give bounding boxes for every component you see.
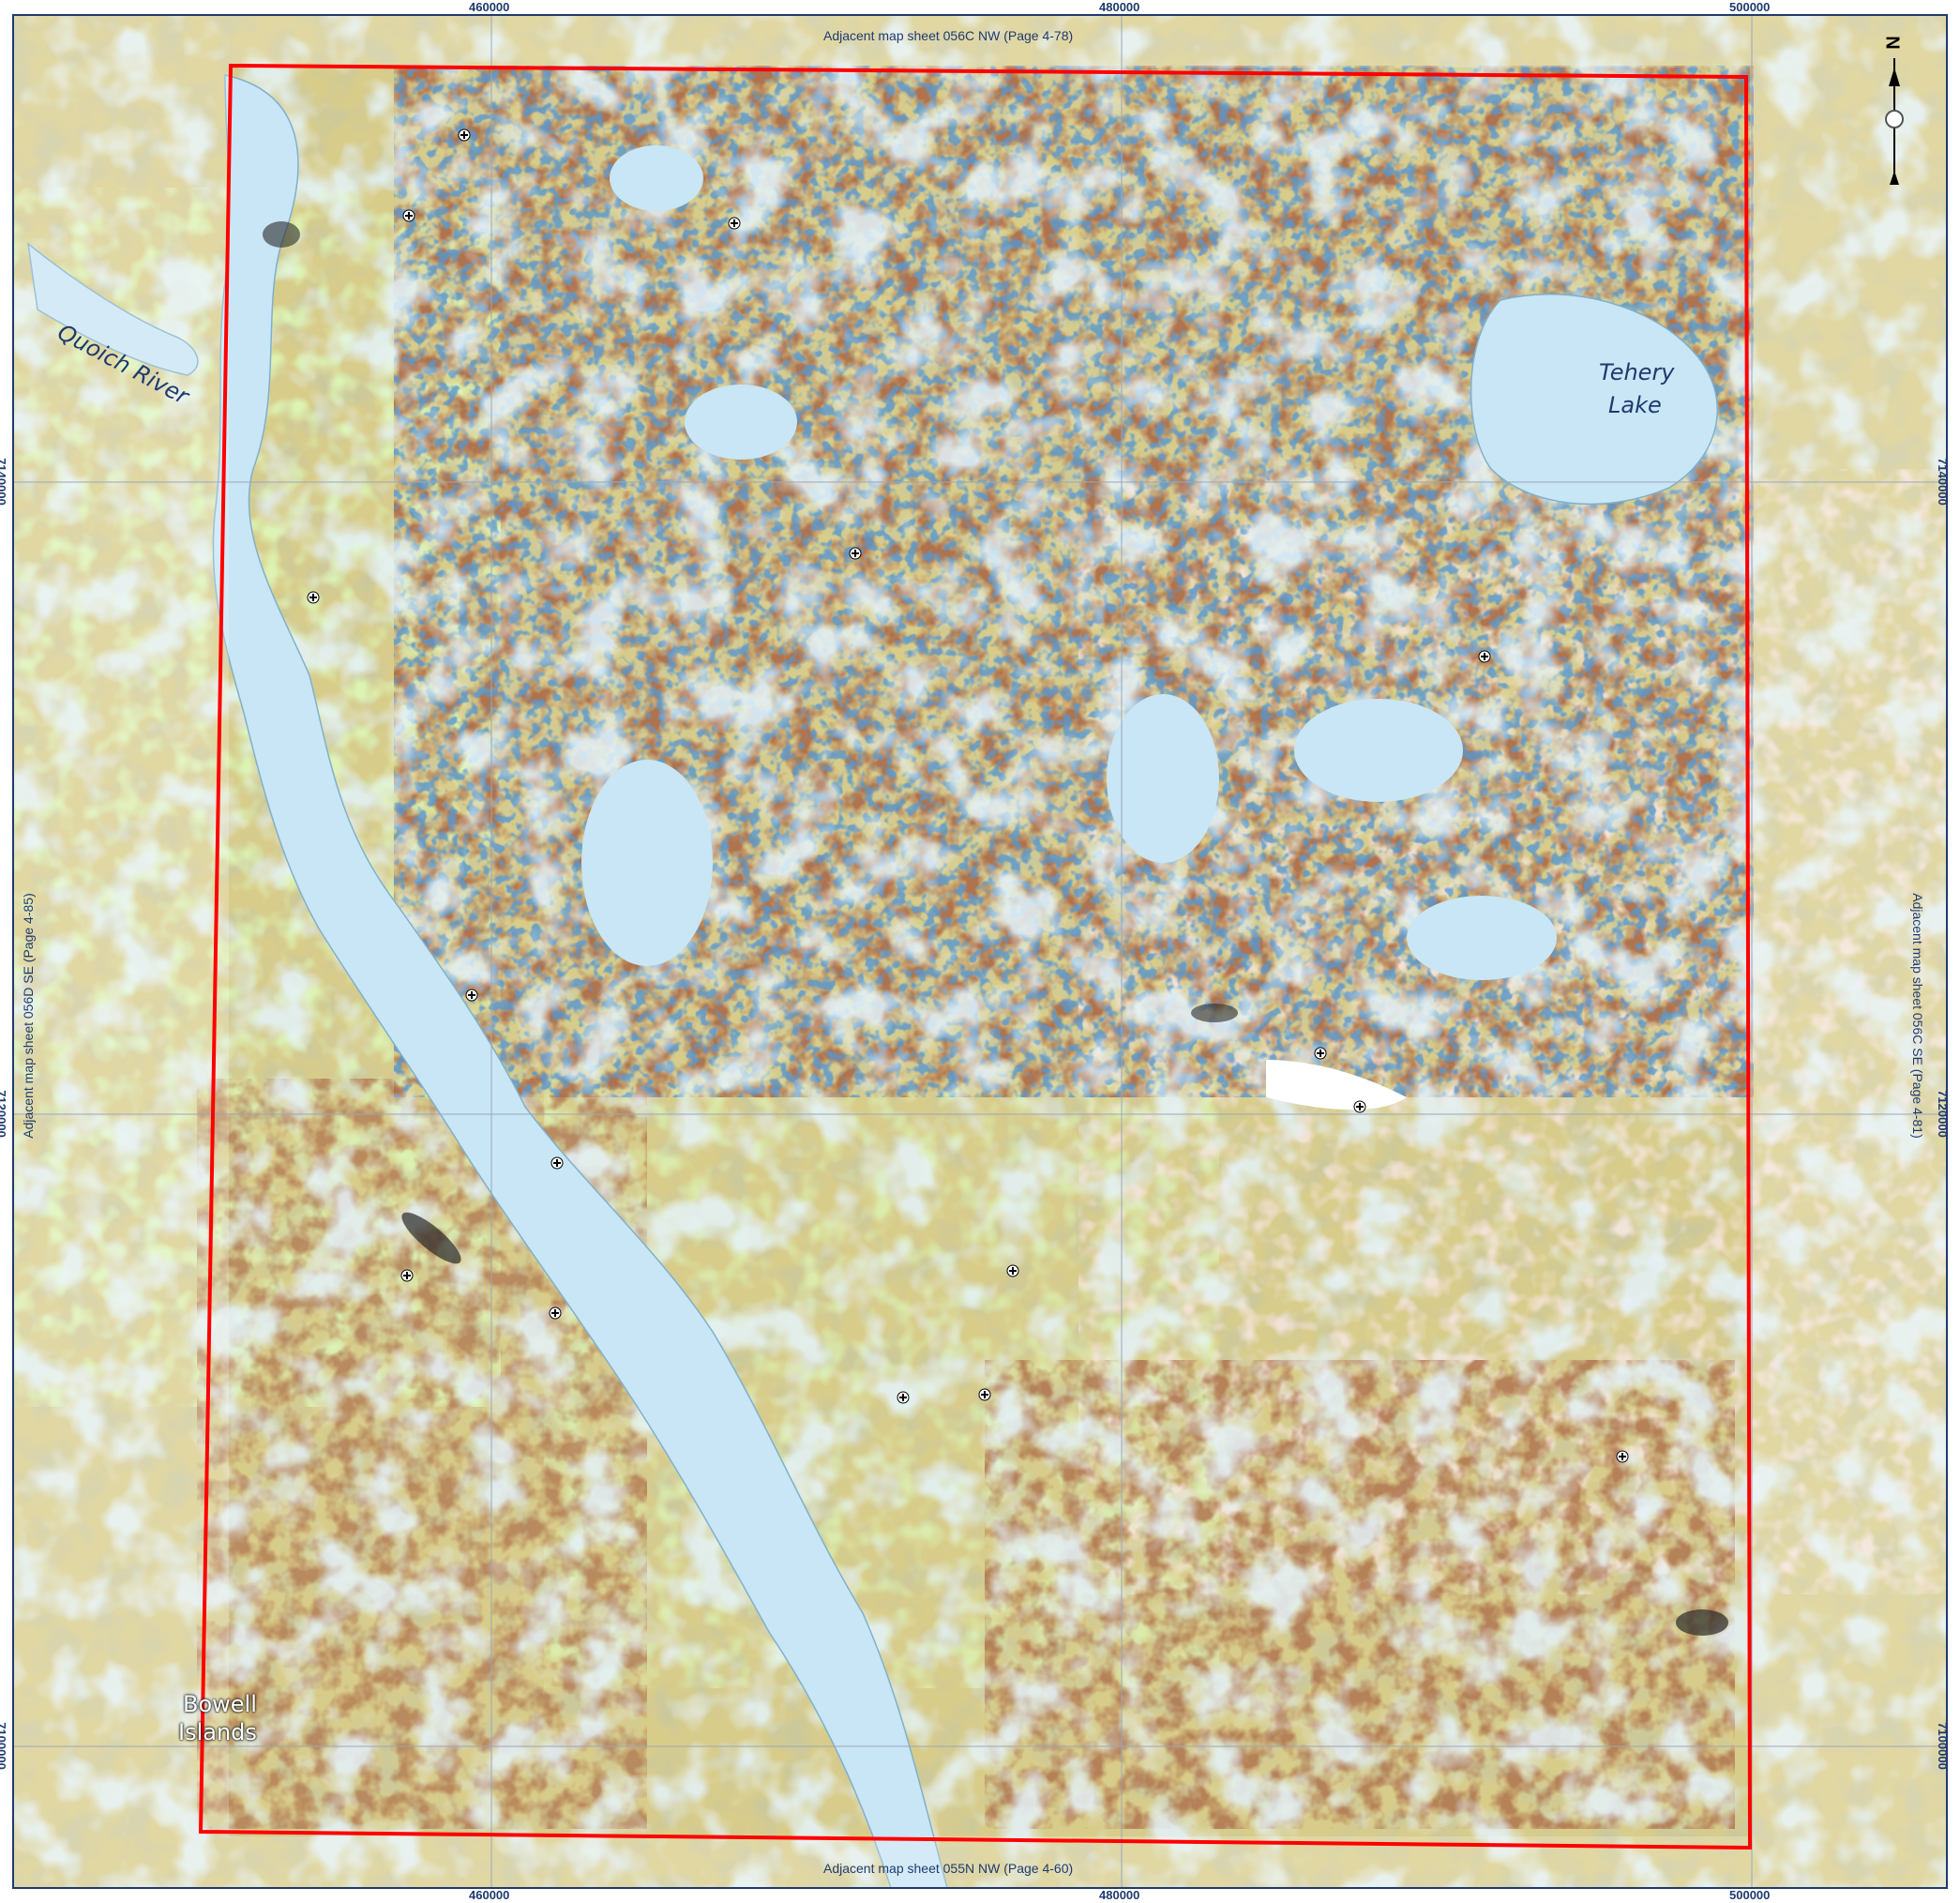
main-lake-channel — [212, 74, 948, 1888]
water-texture — [13, 15, 1947, 1888]
marker[interactable] — [1314, 1047, 1327, 1060]
y-tick-left-7120000: 7120000 — [0, 1090, 8, 1138]
north-arrow: N — [1876, 30, 1913, 194]
fade-right — [1750, 15, 1947, 1888]
fade-left — [13, 15, 229, 1888]
lake-central-1 — [581, 760, 713, 966]
marker[interactable] — [458, 128, 471, 142]
lake-north-2 — [610, 145, 703, 211]
marker[interactable] — [402, 209, 415, 222]
marker[interactable] — [549, 1306, 562, 1320]
y-tick-left-7100000: 7100000 — [0, 1722, 8, 1770]
x-tick-bottom-480000: 480000 — [1099, 1888, 1140, 1902]
rock-patch-4 — [1191, 1004, 1238, 1022]
y-tick-right-7100000: 7100000 — [1935, 1722, 1950, 1770]
marker[interactable] — [849, 547, 862, 560]
rock-patch-3 — [1676, 1609, 1728, 1636]
lake-central-2 — [1107, 694, 1219, 863]
marker[interactable] — [1478, 650, 1491, 663]
x-tick-bottom-460000: 460000 — [469, 1888, 510, 1902]
y-tick-right-7120000: 7120000 — [1935, 1090, 1950, 1138]
marker[interactable] — [307, 591, 320, 604]
study-area-boundary[interactable] — [198, 63, 1753, 1850]
x-tick-top-460000: 460000 — [469, 0, 510, 14]
label-bowell-1: Bowell — [183, 1691, 257, 1717]
adjacent-sheet-top[interactable]: Adjacent map sheet 056C NW (Page 4-78) — [823, 28, 1074, 43]
marker[interactable] — [465, 989, 478, 1002]
marker[interactable] — [400, 1269, 414, 1282]
adjacent-sheet-bottom[interactable]: Adjacent map sheet 055N NW (Page 4-60) — [823, 1861, 1074, 1876]
x-tick-top-480000: 480000 — [1099, 0, 1140, 14]
marker[interactable] — [897, 1391, 910, 1404]
y-tick-right-7140000: 7140000 — [1935, 458, 1950, 506]
lake-east-1 — [1294, 699, 1463, 802]
marker[interactable] — [1006, 1264, 1019, 1277]
lake-east-2 — [1407, 896, 1557, 980]
map-border — [12, 14, 1948, 1889]
label-bowell-2: Islands — [178, 1719, 257, 1745]
marker[interactable] — [728, 217, 741, 230]
point-markers — [307, 128, 1629, 1463]
marker[interactable] — [1616, 1450, 1629, 1463]
marker[interactable] — [1353, 1100, 1366, 1113]
grid-lines — [13, 15, 1947, 1888]
label-tehery-2: Lake — [1608, 392, 1662, 418]
marker[interactable] — [978, 1388, 991, 1401]
marker[interactable] — [550, 1156, 564, 1170]
adjacent-sheet-left[interactable]: Adjacent map sheet 056D SE (Page 4-85) — [21, 893, 36, 1139]
label-tehery-1: Tehery — [1599, 359, 1675, 385]
x-tick-bottom-500000: 500000 — [1729, 1888, 1771, 1902]
north-arrow-icon — [1885, 58, 1904, 185]
x-tick-top-500000: 500000 — [1729, 0, 1771, 14]
fade-top — [229, 15, 1750, 68]
tehery-lake — [1470, 294, 1719, 506]
rock-patch-2 — [263, 221, 300, 248]
quoich-river — [26, 242, 199, 376]
y-tick-left-7140000: 7140000 — [0, 458, 8, 506]
adjacent-sheet-right[interactable]: Adjacent map sheet 056C SE (Page 4-81) — [1910, 893, 1925, 1139]
lake-eastwest-arm — [1266, 1060, 1407, 1110]
rock-patch-1 — [401, 1212, 461, 1264]
lake-north-1 — [685, 385, 797, 460]
